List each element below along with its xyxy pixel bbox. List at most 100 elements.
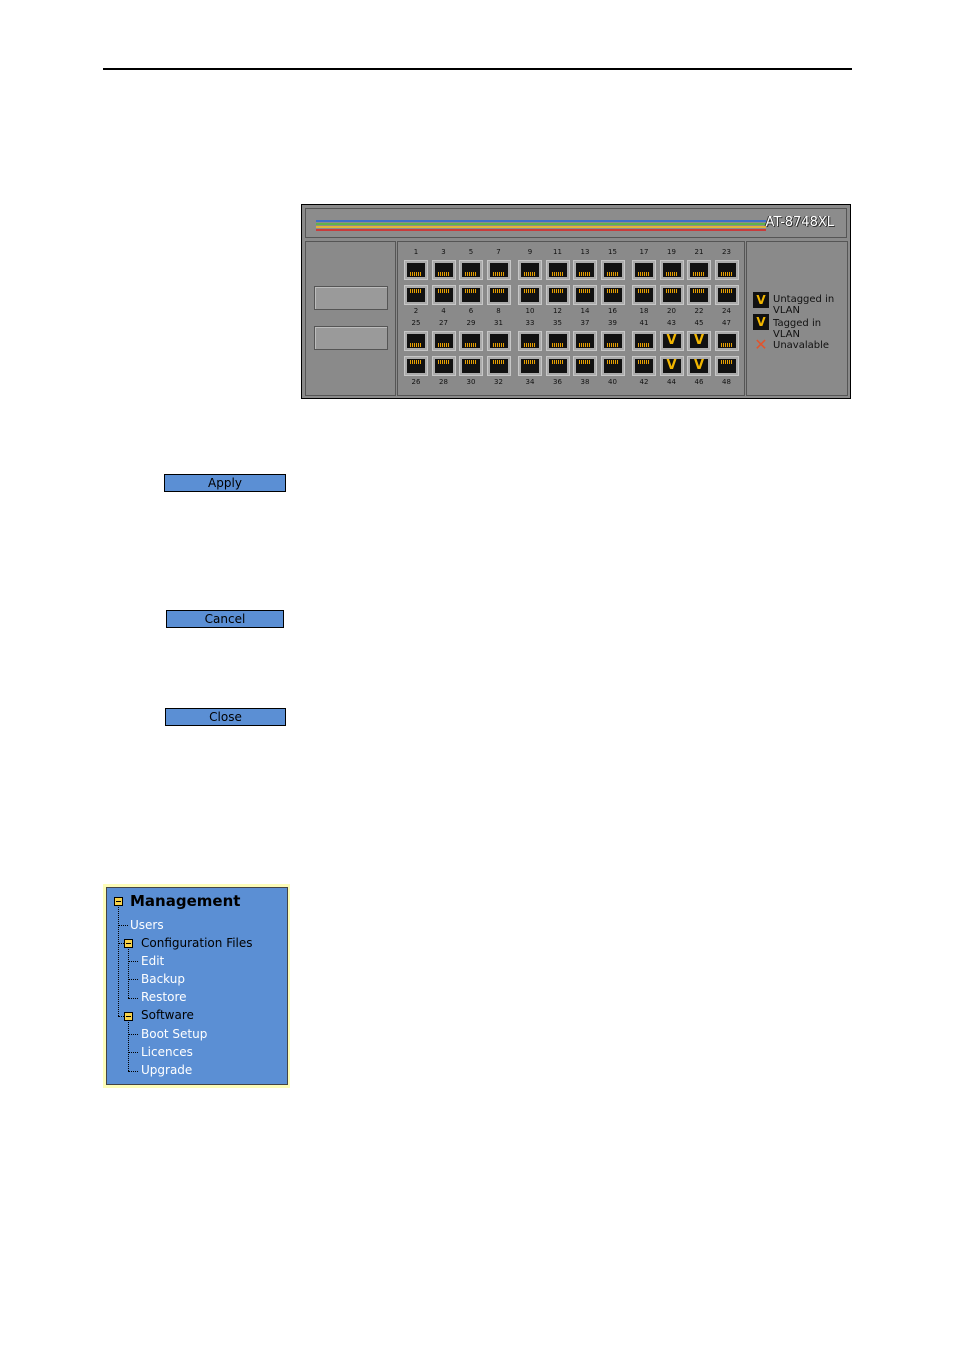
port-24[interactable]	[714, 285, 739, 305]
tree-connector	[128, 949, 129, 998]
pins	[720, 272, 733, 276]
port-3[interactable]	[431, 260, 456, 280]
port-36[interactable]	[545, 356, 570, 376]
port-6[interactable]	[459, 285, 483, 305]
tree-node-management[interactable]: Management	[130, 892, 241, 910]
apply-button[interactable]: Apply	[164, 474, 286, 492]
port-10[interactable]	[518, 285, 542, 305]
rj45-jack-icon	[690, 359, 708, 373]
tree-node-upgrade[interactable]: Upgrade	[141, 1063, 193, 1077]
port-27[interactable]	[431, 331, 456, 351]
port-39[interactable]	[600, 331, 625, 351]
collapse-icon[interactable]	[114, 897, 123, 906]
port-44[interactable]: V	[659, 356, 684, 376]
pins	[524, 289, 536, 293]
port-13[interactable]	[573, 260, 597, 280]
port-26[interactable]	[404, 356, 428, 376]
port-8[interactable]	[486, 285, 511, 305]
port-18[interactable]	[632, 285, 656, 305]
rj45-jack-icon	[662, 334, 681, 348]
port-19[interactable]	[659, 260, 684, 280]
tree-node-restore[interactable]: Restore	[141, 990, 187, 1004]
port-34[interactable]	[518, 356, 542, 376]
port-4[interactable]	[431, 285, 456, 305]
port-37[interactable]	[573, 331, 597, 351]
port-28[interactable]	[431, 356, 456, 376]
port-label: 34	[525, 378, 535, 386]
untagged-icon: V	[753, 292, 769, 308]
port-label: 32	[494, 378, 503, 386]
tree-node-boot-setup[interactable]: Boot Setup	[141, 1027, 208, 1041]
tree-node-users[interactable]: Users	[130, 918, 164, 932]
untagged-icon: V	[666, 333, 677, 348]
port-label: 40	[608, 378, 617, 386]
cancel-button[interactable]: Cancel	[166, 610, 284, 628]
port-38[interactable]	[573, 356, 597, 376]
port-45[interactable]: V	[687, 331, 711, 351]
port-17[interactable]	[632, 260, 656, 280]
port-label: 24	[722, 307, 731, 315]
port-33[interactable]	[518, 331, 542, 351]
port-label: 33	[525, 319, 535, 327]
port-21[interactable]	[687, 260, 711, 280]
pins	[606, 289, 619, 293]
port-5[interactable]	[459, 260, 483, 280]
port-32[interactable]	[486, 356, 511, 376]
port-label: 36	[553, 378, 562, 386]
port-label: 11	[553, 248, 562, 256]
port-31[interactable]	[486, 331, 511, 351]
port-46[interactable]: V	[687, 356, 711, 376]
collapse-icon[interactable]	[124, 939, 133, 948]
port-9[interactable]	[518, 260, 542, 280]
tree-connector	[118, 907, 119, 1016]
port-20[interactable]	[659, 285, 684, 305]
port-29[interactable]	[459, 331, 483, 351]
port-23[interactable]	[714, 260, 739, 280]
tree-node-configuration-files[interactable]: Configuration Files	[141, 936, 253, 950]
port-43[interactable]: V	[659, 331, 684, 351]
port-25[interactable]	[404, 331, 428, 351]
port-41[interactable]	[632, 331, 656, 351]
port-7[interactable]	[486, 260, 511, 280]
pins	[720, 360, 733, 364]
tree-connector	[128, 998, 138, 999]
pins	[492, 343, 505, 347]
tree-node-licences[interactable]: Licences	[141, 1045, 193, 1059]
port-label: 6	[468, 307, 474, 315]
port-22[interactable]	[687, 285, 711, 305]
port-48[interactable]	[714, 356, 739, 376]
tree-connector	[128, 961, 138, 962]
port-1[interactable]	[404, 260, 428, 280]
rj45-jack-icon	[690, 334, 708, 348]
port-2[interactable]	[404, 285, 428, 305]
pins	[465, 289, 477, 293]
port-11[interactable]	[545, 260, 570, 280]
tree-connector	[128, 1052, 138, 1053]
port-40[interactable]	[600, 356, 625, 376]
port-label: 4	[441, 307, 446, 315]
port-label: 31	[494, 319, 503, 327]
port-label: 26	[411, 378, 421, 386]
pins	[720, 289, 733, 293]
untagged-icon: V	[693, 333, 705, 348]
tree-node-software[interactable]: Software	[141, 1008, 194, 1022]
port-16[interactable]	[600, 285, 625, 305]
legend-untagged: Untagged in VLAN	[773, 294, 835, 316]
legend-tagged: Tagged in VLAN	[773, 318, 822, 340]
switch-panel-button-2[interactable]	[314, 326, 388, 350]
switch-panel-button-1[interactable]	[314, 286, 388, 310]
port-12[interactable]	[545, 285, 570, 305]
pins	[579, 272, 591, 276]
port-label: 10	[525, 307, 535, 315]
tree-node-edit[interactable]: Edit	[141, 954, 165, 968]
port-42[interactable]	[632, 356, 656, 376]
port-14[interactable]	[573, 285, 597, 305]
port-15[interactable]	[600, 260, 625, 280]
stripe-green	[316, 223, 766, 225]
tree-node-backup[interactable]: Backup	[141, 972, 185, 986]
port-47[interactable]	[714, 331, 739, 351]
port-35[interactable]	[545, 331, 570, 351]
close-button[interactable]: Close	[165, 708, 286, 726]
port-30[interactable]	[459, 356, 483, 376]
collapse-icon[interactable]	[124, 1012, 133, 1021]
